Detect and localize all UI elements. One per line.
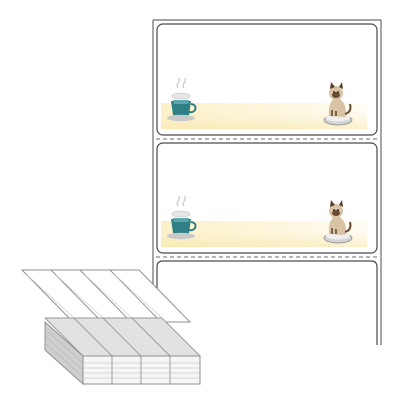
label-2 [156,142,378,254]
label-3-partial [156,260,378,345]
coffee-cup-icon [167,195,197,240]
label-1 [156,23,378,136]
coffee-cup-icon [167,77,197,122]
cat-on-robot-vacuum-icon [323,200,353,244]
fanfold-label-stack [20,269,202,386]
cat-on-robot-vacuum-icon [323,82,353,126]
